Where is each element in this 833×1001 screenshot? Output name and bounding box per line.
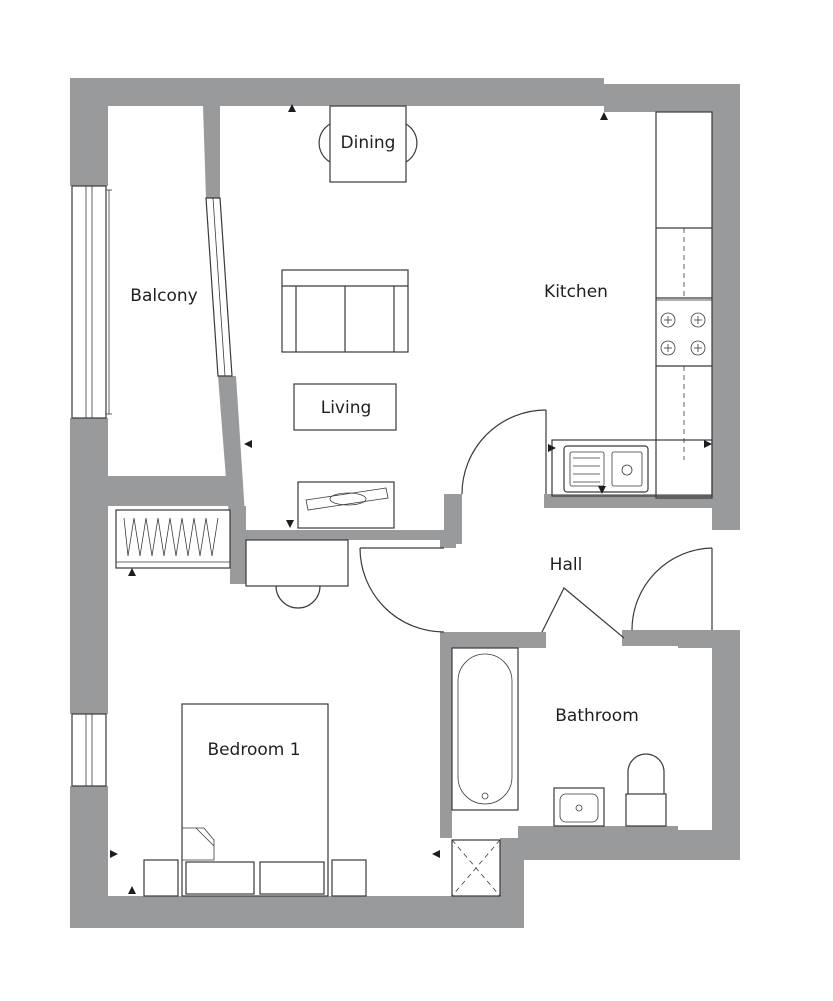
- label-bathroom: Bathroom: [555, 706, 639, 726]
- dining-table: [329, 105, 407, 183]
- label-balcony: Balcony: [130, 286, 197, 306]
- wall-left-upper: [70, 78, 108, 186]
- label-bedroom-1: Bedroom 1: [207, 740, 300, 760]
- dining-furniture: [318, 105, 418, 183]
- kitchen-units: [551, 111, 713, 499]
- door-kitchen: [461, 409, 547, 495]
- wall-entry-stub: [712, 506, 740, 528]
- wall-top-left: [70, 78, 604, 184]
- room-labels: Dining Balcony Kitchen Living Hall Bathr…: [130, 133, 638, 760]
- bedside-right: [331, 859, 367, 897]
- desk: [245, 539, 349, 609]
- walls: [70, 78, 740, 928]
- bedside-left: [143, 859, 179, 897]
- basin: [553, 787, 605, 827]
- wall-bath-top: [440, 632, 546, 648]
- wall-right-upper: [712, 84, 740, 530]
- desk-top: [245, 539, 349, 587]
- door-living-hall: [359, 547, 445, 633]
- label-dining: Dining: [341, 133, 396, 153]
- label-kitchen: Kitchen: [544, 282, 608, 302]
- wardrobe: [115, 509, 231, 569]
- wall-balcony-partition-top: [203, 106, 220, 198]
- pillow-left: [185, 861, 255, 895]
- wall-bath-lower: [518, 826, 678, 860]
- label-living: Living: [321, 398, 372, 418]
- kitchen-counter-bottom: [551, 439, 713, 497]
- kitchen-hob: [655, 299, 713, 367]
- bathtub: [451, 647, 519, 811]
- kitchen-sink: [563, 445, 649, 493]
- bedroom-furniture: [143, 703, 501, 897]
- window-balcony: [71, 185, 107, 419]
- wall-right-lower: [678, 630, 740, 838]
- door-bathroom: [541, 587, 625, 639]
- wall-bottom: [70, 838, 740, 928]
- wall-left-middle: [70, 418, 108, 714]
- wall-bath-top-right: [622, 630, 740, 646]
- markers: [110, 104, 712, 894]
- wall-hall-pier: [444, 494, 462, 544]
- wall-bath-bedroom: [440, 632, 452, 838]
- door-entrance: [631, 547, 713, 631]
- coffee-table: [293, 383, 397, 431]
- window-bedroom: [71, 713, 107, 787]
- pillow-right: [259, 861, 325, 895]
- wall-balcony-bottom: [108, 476, 240, 506]
- doors: [359, 409, 713, 639]
- living-furniture: [281, 269, 409, 529]
- wall-top-right: [604, 84, 740, 112]
- bathroom-fixtures: [451, 647, 667, 827]
- toilet: [625, 793, 667, 827]
- label-hall: Hall: [550, 555, 583, 575]
- windows: [71, 185, 233, 787]
